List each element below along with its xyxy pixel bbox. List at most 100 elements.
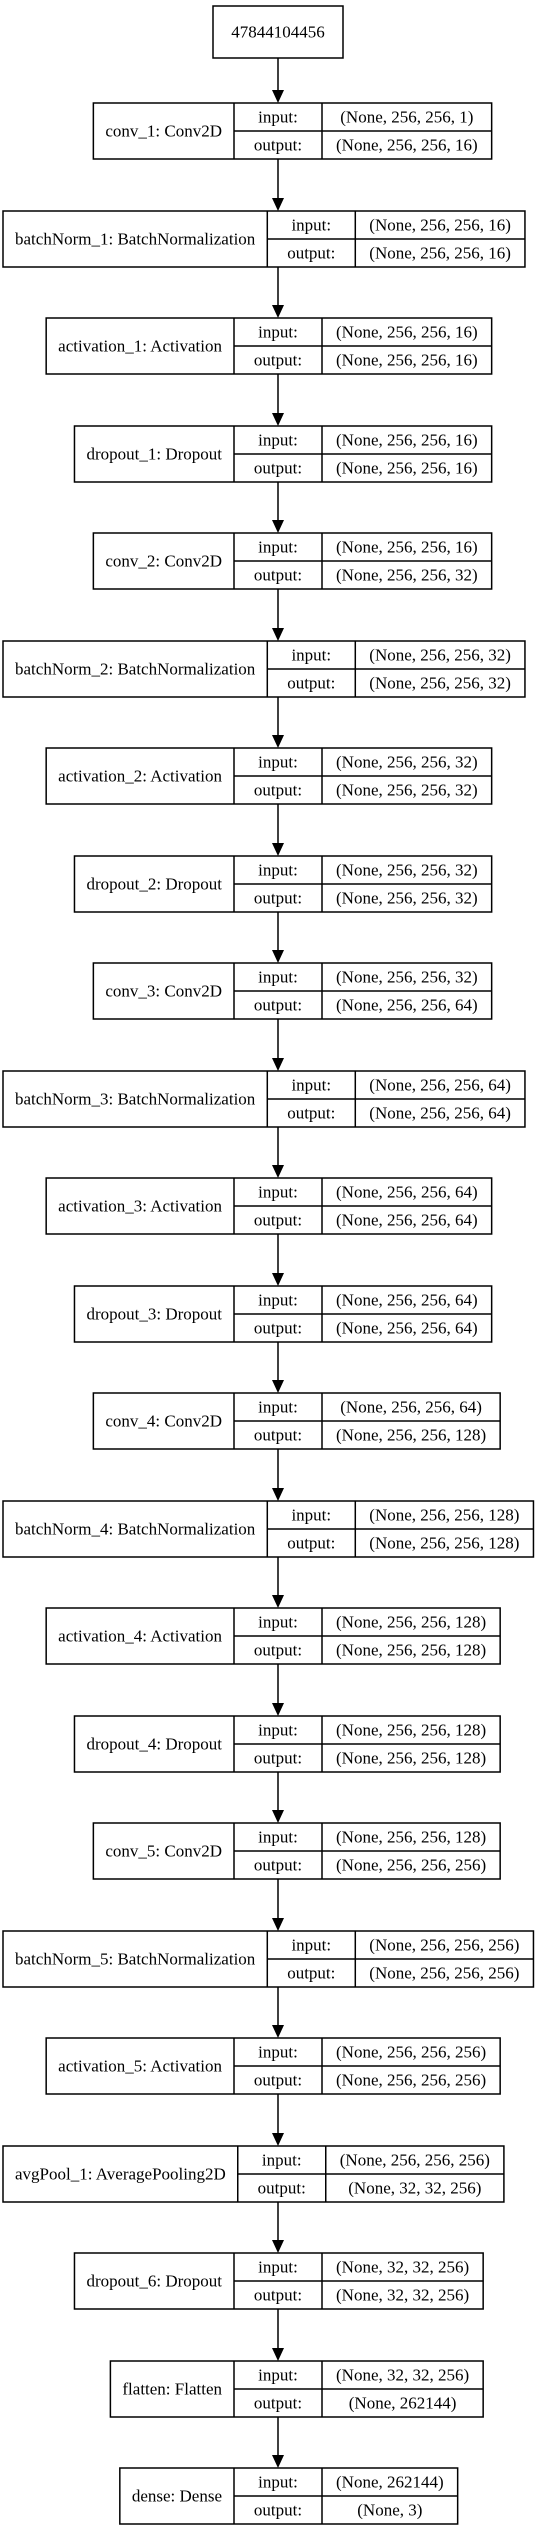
layer-label: activation_3: Activation — [58, 1197, 222, 1216]
input-shape: (None, 256, 256, 128) — [336, 1613, 486, 1632]
output-shape: (None, 256, 256, 16) — [369, 244, 511, 263]
input-shape: (None, 256, 256, 16) — [336, 323, 478, 342]
output-port-label: output: — [254, 566, 302, 585]
layer-label: activation_4: Activation — [58, 1627, 222, 1646]
input-port-label: input: — [258, 1613, 298, 1632]
layer-label: batchNorm_5: BatchNormalization — [15, 1950, 256, 1969]
edge-8-head — [272, 843, 284, 856]
output-port-label: output: — [254, 1426, 302, 1445]
output-shape: (None, 256, 256, 256) — [369, 1964, 519, 1983]
input-port-label: input: — [291, 216, 331, 235]
input-port-label: input: — [258, 861, 298, 880]
layer-label: conv_2: Conv2D — [105, 552, 222, 571]
output-shape: (None, 256, 256, 32) — [369, 674, 511, 693]
input-port-label: input: — [258, 968, 298, 987]
input-port-label: input: — [262, 2151, 302, 2170]
input-port-label: input: — [258, 538, 298, 557]
input-shape: (None, 256, 256, 128) — [336, 1828, 486, 1847]
layer-label: dropout_2: Dropout — [86, 875, 222, 894]
output-port-label: output: — [254, 2286, 302, 2305]
output-shape: (None, 256, 256, 128) — [336, 1749, 486, 1768]
input-port-label: input: — [258, 431, 298, 450]
edge-13-head — [272, 1380, 284, 1393]
output-port-label: output: — [287, 1534, 335, 1553]
output-shape: (None, 256, 256, 128) — [336, 1426, 486, 1445]
output-port-label: output: — [254, 1319, 302, 1338]
output-shape: (None, 256, 256, 64) — [336, 1319, 478, 1338]
layer-label: dropout_1: Dropout — [86, 445, 222, 464]
input-port-label: input: — [258, 1183, 298, 1202]
layer-label: batchNorm_1: BatchNormalization — [15, 230, 256, 249]
output-port-label: output: — [254, 996, 302, 1015]
edge-12-head — [272, 1273, 284, 1286]
layer-label: dropout_3: Dropout — [86, 1305, 222, 1324]
output-port-label: output: — [254, 781, 302, 800]
input-port-label: input: — [258, 753, 298, 772]
input-shape: (None, 256, 256, 16) — [369, 216, 511, 235]
output-port-label: output: — [254, 2394, 302, 2413]
edge-11-head — [272, 1165, 284, 1178]
layer-label: batchNorm_3: BatchNormalization — [15, 1090, 256, 1109]
input-port-label: input: — [258, 2366, 298, 2385]
output-port-label: output: — [254, 351, 302, 370]
output-port-label: output: — [287, 1964, 335, 1983]
layer-label: activation_1: Activation — [58, 337, 222, 356]
layer-label: dense: Dense — [132, 2487, 222, 2506]
edge-16-head — [272, 1703, 284, 1716]
output-shape: (None, 256, 256, 32) — [336, 889, 478, 908]
edge-7-head — [272, 735, 284, 748]
input-port-label: input: — [291, 1936, 331, 1955]
input-port-label: input: — [291, 1076, 331, 1095]
output-port-label: output: — [254, 136, 302, 155]
input-shape: (None, 256, 256, 256) — [340, 2151, 490, 2170]
layer-label: dropout_6: Dropout — [86, 2272, 222, 2291]
output-port-label: output: — [254, 1211, 302, 1230]
input-port-label: input: — [258, 1291, 298, 1310]
input-shape: (None, 256, 256, 64) — [336, 1183, 478, 1202]
output-shape: (None, 32, 32, 256) — [348, 2179, 481, 2198]
edge-19-head — [272, 2025, 284, 2038]
output-port-label: output: — [254, 1641, 302, 1660]
output-shape: (None, 32, 32, 256) — [336, 2286, 469, 2305]
output-shape: (None, 256, 256, 128) — [369, 1534, 519, 1553]
input-port-label: input: — [258, 2043, 298, 2062]
edge-2-head — [272, 198, 284, 211]
output-port-label: output: — [287, 674, 335, 693]
output-port-label: output: — [254, 459, 302, 478]
edge-14-head — [272, 1488, 284, 1501]
input-shape: (None, 256, 256, 64) — [340, 1398, 482, 1417]
output-port-label: output: — [254, 1749, 302, 1768]
layer-label: activation_5: Activation — [58, 2057, 222, 2076]
layer-label: dropout_4: Dropout — [86, 1735, 222, 1754]
output-shape: (None, 256, 256, 16) — [336, 351, 478, 370]
input-port-label: input: — [258, 108, 298, 127]
layer-label: avgPool_1: AveragePooling2D — [15, 2165, 226, 2184]
input-port-label: input: — [258, 1398, 298, 1417]
input-port-label: input: — [258, 1721, 298, 1740]
output-shape: (None, 256, 256, 32) — [336, 566, 478, 585]
output-shape: (None, 256, 256, 256) — [336, 1856, 486, 1875]
output-shape: (None, 256, 256, 256) — [336, 2071, 486, 2090]
output-port-label: output: — [254, 2071, 302, 2090]
input-shape: (None, 256, 256, 16) — [336, 538, 478, 557]
input-port-label: input: — [258, 1828, 298, 1847]
output-port-label: output: — [254, 889, 302, 908]
output-shape: (None, 256, 256, 16) — [336, 136, 478, 155]
output-shape: (None, 262144) — [349, 2394, 457, 2413]
output-port-label: output: — [258, 2179, 306, 2198]
input-shape: (None, 262144) — [336, 2473, 444, 2492]
input-shape: (None, 256, 256, 64) — [369, 1076, 511, 1095]
edge-21-head — [272, 2240, 284, 2253]
output-shape: (None, 256, 256, 128) — [336, 1641, 486, 1660]
edge-23-head — [272, 2455, 284, 2468]
edge-5-head — [272, 520, 284, 533]
input-shape: (None, 256, 256, 1) — [340, 108, 473, 127]
edge-1-head — [272, 90, 284, 103]
input-port-label: input: — [258, 2258, 298, 2277]
input-shape: (None, 256, 256, 128) — [336, 1721, 486, 1740]
input-shape: (None, 256, 256, 32) — [369, 646, 511, 665]
output-port-label: output: — [287, 244, 335, 263]
output-shape: (None, 256, 256, 32) — [336, 781, 478, 800]
input-port-label: input: — [258, 2473, 298, 2492]
